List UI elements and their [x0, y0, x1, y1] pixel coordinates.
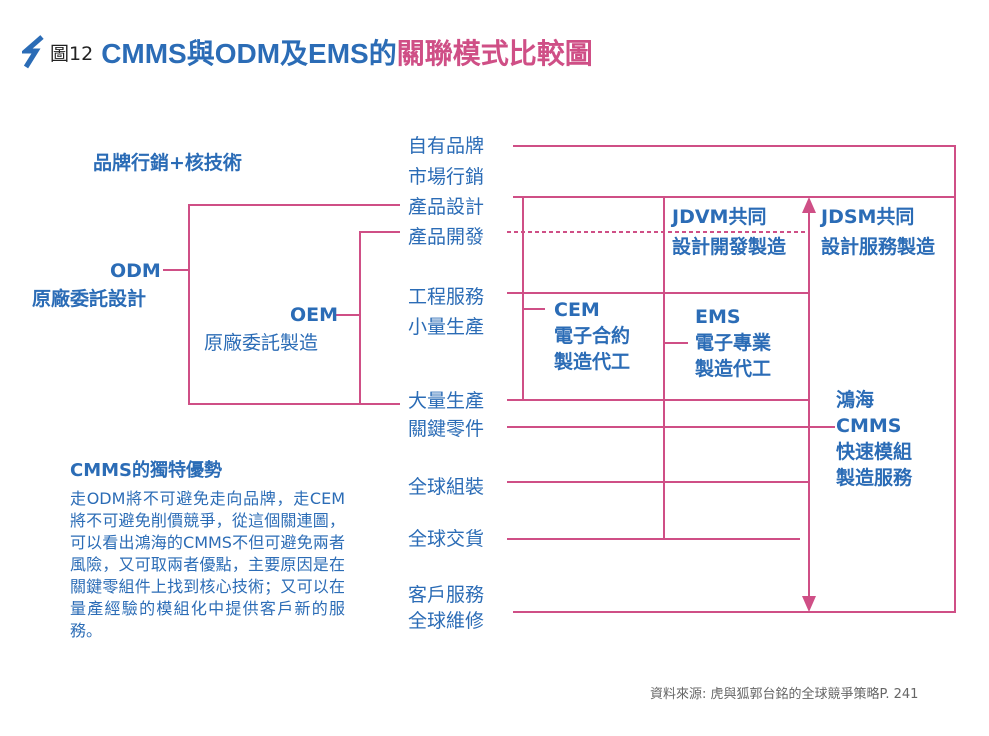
ems-desc-2: 製造代工	[695, 358, 772, 380]
odm-bracket	[188, 204, 400, 405]
chain-item-assembly: 全球組裝	[408, 476, 485, 498]
note-body: 走ODM將不可避免走向品牌，走CEM將不可避免削價競爭，從這個關連圖，可以看出鴻…	[70, 489, 345, 640]
jdvm-desc: 設計開發製造	[672, 236, 787, 258]
cem-label: CEM	[554, 299, 600, 321]
oem-label: OEM	[290, 304, 339, 326]
arrow-up-icon	[802, 197, 816, 213]
ems-desc-1: 電子專業	[695, 332, 772, 354]
oem-desc: 原廠委託製造	[204, 332, 319, 354]
oem-bracket	[359, 231, 400, 404]
cmms-desc-1: 快速模組	[836, 441, 913, 463]
jdvm-label: JDVM共同	[672, 206, 767, 228]
chain-item-marketing: 市場行銷	[408, 166, 485, 188]
chain-item-global-repair: 全球維修	[408, 610, 485, 632]
chain-item-delivery: 全球交貨	[408, 528, 485, 550]
brand-label: 品牌行銷+核技術	[93, 152, 242, 174]
title-row: 圖12 CMMS與ODM及EMS的關聯模式比較圖	[22, 32, 593, 72]
cem-desc-2: 製造代工	[554, 351, 631, 373]
chain-item-product-design: 產品設計	[408, 196, 485, 218]
cmms-company: 鴻海	[836, 389, 875, 411]
jdsm-label: JDSM共同	[821, 206, 915, 228]
chain-item-product-dev: 產品開發	[408, 226, 485, 248]
chain-item-mass-production: 大量生產	[408, 390, 485, 412]
ems-label: EMS	[695, 306, 741, 328]
brand-loop-line	[513, 145, 956, 613]
chain-item-key-parts: 關鍵零件	[408, 418, 485, 440]
logo-icon	[22, 35, 44, 69]
jdsm-desc: 設計服務製造	[821, 236, 936, 258]
arrow-down-icon	[802, 596, 816, 612]
note-title: CMMS的獨特優勢	[70, 460, 222, 481]
page-title-highlight: 關聯模式比較圖	[396, 37, 593, 70]
chain-item-engineering: 工程服務	[408, 286, 485, 308]
figure-label: 圖12	[50, 42, 94, 65]
odm-label: ODM	[110, 260, 161, 282]
source-citation: 資料來源: 虎與狐郭台銘的全球競爭策略P. 241	[650, 687, 919, 702]
cmms-label: CMMS	[836, 415, 902, 437]
page-title: CMMS與ODM及EMS的	[101, 38, 397, 69]
chain-item-own-brand: 自有品牌	[408, 135, 485, 157]
cem-desc-1: 電子合約	[554, 325, 631, 347]
chain-item-customer-service: 客戶服務	[408, 584, 485, 606]
odm-desc: 原廠委託設計	[32, 288, 147, 310]
cmms-desc-2: 製造服務	[836, 467, 913, 489]
chain-item-small-volume: 小量生產	[408, 316, 485, 338]
